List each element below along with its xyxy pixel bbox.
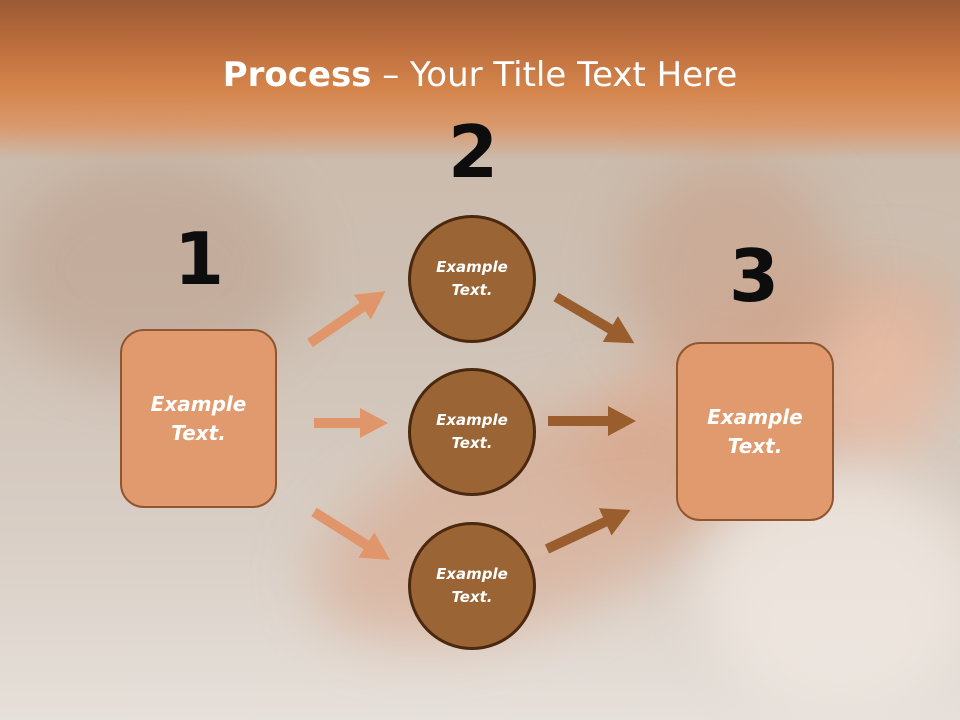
step-2-circle-top[interactable]: Example Text. [408, 215, 536, 343]
step-3-box[interactable]: Example Text. [676, 342, 834, 521]
step-2-circle-middle[interactable]: Example Text. [408, 368, 536, 496]
arrow-top-to-3 [553, 292, 635, 344]
arrow-bottom-to-3 [544, 508, 631, 554]
circle-text-bottom: Example Text. [436, 565, 508, 606]
title-bold: Process [222, 55, 372, 95]
step-number-2: 2 [447, 110, 499, 194]
circle-text-middle: Example Text. [436, 411, 508, 452]
step-1-box[interactable]: Example Text. [120, 329, 277, 508]
step-3-text: Example Text. [707, 404, 803, 458]
step-1-text: Example Text. [150, 391, 247, 445]
step-number-3: 3 [728, 234, 780, 318]
title-rest: – Your Title Text Here [371, 55, 738, 95]
circle-text-top: Example Text. [436, 258, 508, 299]
header-band [0, 0, 960, 160]
slide-title: Process – Your Title Text Here [0, 52, 960, 98]
step-number-1: 1 [173, 217, 225, 301]
step-2-circle-bottom[interactable]: Example Text. [408, 522, 536, 650]
arrow-1-to-top [307, 291, 386, 348]
arrow-1-to-bottom [311, 507, 391, 560]
